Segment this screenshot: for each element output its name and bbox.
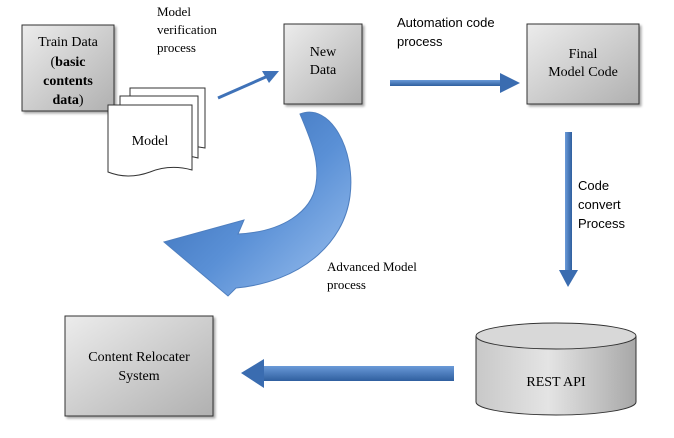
code-convert-line3: Process [578,216,625,231]
train-data-line2: (basic [50,55,85,70]
new-data-line1: New [310,45,337,60]
train-data-line4: data) [52,93,83,108]
code-convert-line2: convert [578,197,621,212]
label-advanced-model: Advanced Model process [327,259,417,292]
rest-api-label: REST API [526,375,586,390]
final-model-line1: Final [569,47,598,62]
curved-arrow-advanced-model [162,111,352,297]
model-verification-line3: process [157,40,196,55]
arrow-new-data-to-final-code [390,73,520,93]
content-relocater-line2: System [118,369,159,384]
new-data-line2: Data [310,63,337,78]
arrow-model-to-new-data [217,71,279,100]
model-verification-line2: verification [157,22,217,37]
label-code-convert: Code convert Process [578,178,625,231]
arrow-rest-api-to-content-relocater [241,359,454,388]
automation-code-line2: process [397,34,443,49]
code-convert-line1: Code [578,178,609,193]
final-model-line2: Model Code [548,65,618,80]
arrow-final-code-to-rest-api [559,132,578,287]
model-verification-line1: Model [157,4,191,19]
train-data-node: Train Data (basic contents data) [21,24,115,112]
train-data-line1: Train Data [38,35,99,50]
label-automation-code: Automation code process [397,15,495,49]
final-model-code-node: Final Model Code [526,23,640,105]
advanced-model-line1: Advanced Model [327,259,417,274]
advanced-model-line2: process [327,277,366,292]
rest-api-node: REST API [475,322,637,416]
content-relocater-line1: Content Relocater [88,350,190,365]
automation-code-line1: Automation code [397,15,495,30]
model-node: Model [107,87,206,177]
content-relocater-node: Content Relocater System [64,315,214,417]
label-model-verification: Model verification process [157,4,217,55]
new-data-node: New Data [283,23,363,105]
model-label: Model [132,134,169,149]
train-data-line3: contents [43,74,93,89]
